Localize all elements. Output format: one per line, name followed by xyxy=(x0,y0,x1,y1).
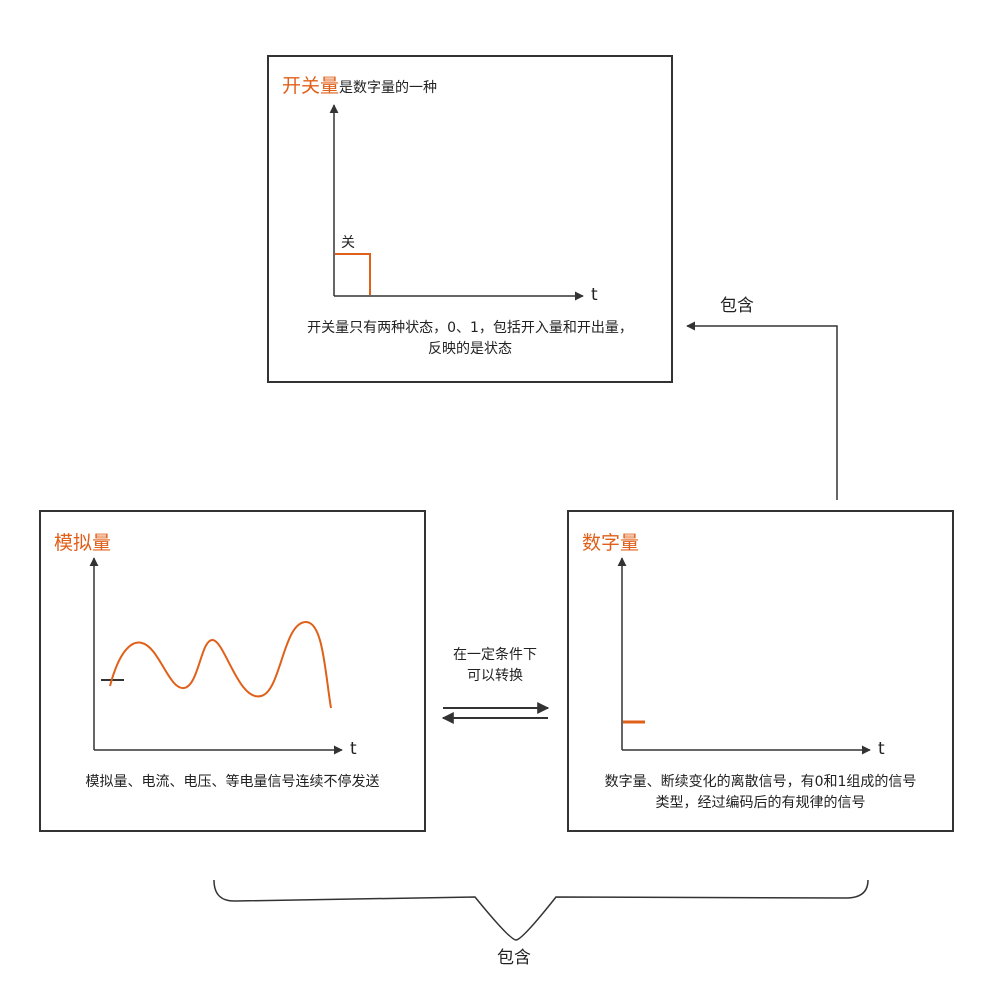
switch-chart xyxy=(329,104,584,301)
contain-label-right: 包含 xyxy=(720,296,754,316)
switch-axis-label: t xyxy=(591,285,598,305)
conversion-line1: 在一定条件下 xyxy=(453,647,537,663)
switch-signal-pulse xyxy=(335,253,371,295)
analog-wave-curve xyxy=(109,620,332,709)
switch-quantity-box: 开关量是数字量的一种 关 t 开关量只有两种状态，0、1，包括开入量和开出量， … xyxy=(267,55,673,383)
analog-quantity-box: 模拟量 t 模拟量、电流、电压、等电量信号连续不停发送 xyxy=(39,510,426,832)
analog-box-title: 模拟量 xyxy=(54,532,112,554)
conversion-line2: 可以转换 xyxy=(467,668,523,684)
digital-chart xyxy=(617,557,871,755)
digital-axis-label: t xyxy=(878,739,885,759)
switch-description: 开关量只有两种状态，0、1，包括开入量和开出量， 反映的是状态 xyxy=(269,318,671,360)
switch-box-title: 开关量是数字量的一种 xyxy=(282,71,437,98)
digital-quantity-box: 数字量 t 数字量、断续变化的离散信号，有0和1组成的信号 类型，经过编码后的有… xyxy=(567,510,954,832)
switch-desc-line1: 开关量只有两种状态，0、1，包括开入量和开出量， xyxy=(307,320,633,336)
switch-desc-line2: 反映的是状态 xyxy=(428,341,512,357)
analog-description: 模拟量、电流、电压、等电量信号连续不停发送 xyxy=(85,774,380,790)
contain-connector xyxy=(686,321,838,500)
digital-description: 数字量、断续变化的离散信号，有0和1组成的信号 类型，经过编码后的有规律的信号 xyxy=(569,772,952,814)
contain-label-bottom: 包含 xyxy=(497,948,531,968)
digital-box-title: 数字量 xyxy=(582,532,640,554)
switch-title-highlight: 开关量 xyxy=(282,75,340,97)
digital-desc-line1: 数字量、断续变化的离散信号，有0和1组成的信号 xyxy=(604,774,917,790)
switch-title-rest: 是数字量的一种 xyxy=(339,80,438,96)
conversion-label: 在一定条件下 可以转换 xyxy=(420,645,570,687)
digital-desc-line2: 类型，经过编码后的有规律的信号 xyxy=(655,795,866,811)
switch-signal-label: 关 xyxy=(341,235,355,251)
analog-chart xyxy=(89,557,343,755)
analog-axis-label: t xyxy=(350,739,357,759)
bottom-brace xyxy=(213,879,869,941)
